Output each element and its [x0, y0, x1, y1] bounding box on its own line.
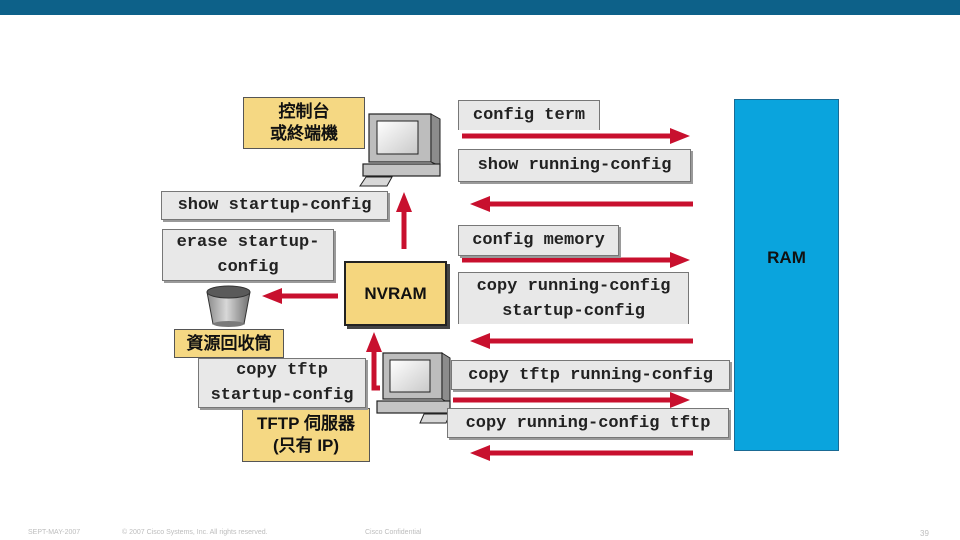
cmd-show-startup-config: show startup-config [161, 191, 388, 220]
console-computer-icon [359, 113, 441, 187]
tftp-server-computer-icon [376, 352, 451, 424]
arrow-config-memory [462, 252, 690, 268]
nvram-block: NVRAM [344, 261, 447, 326]
trash-bin-icon [206, 285, 251, 327]
cmd-config-term: config term [458, 100, 600, 130]
cmd-copy-running-startup: copy running-config startup-config [458, 272, 689, 324]
footer-confidential: Cisco Confidential [365, 529, 422, 536]
top-banner [0, 0, 960, 15]
cmd-copy-tftp-running: copy tftp running-config [451, 360, 730, 390]
arrow-tftp-to-ram [453, 392, 690, 408]
arrow-show-running-config [470, 196, 693, 212]
tftp-server-label: TFTP 伺服器 (只有 IP) [242, 408, 370, 462]
arrow-config-term [462, 128, 690, 144]
arrow-copy-running-startup [470, 333, 693, 349]
footer-copyright: © 2007 Cisco Systems, Inc. All rights re… [122, 529, 268, 536]
cmd-copy-running-tftp: copy running-config tftp [447, 408, 729, 438]
arrow-copy-running-tftp [470, 445, 693, 461]
cmd-copy-tftp-startup: copy tftp startup-config [198, 358, 366, 408]
arrows [262, 128, 693, 461]
console-terminal-label: 控制台 或終端機 [243, 97, 365, 149]
cmd-erase-startup-config: erase startup- config [162, 229, 334, 281]
cmd-config-memory: config memory [458, 225, 619, 256]
footer-date: SEPT-MAY-2007 [28, 529, 81, 536]
ram-label: RAM [767, 248, 806, 267]
arrow-nvram-to-console [396, 192, 412, 249]
arrow-tftp-to-nvram [366, 332, 382, 391]
cmd-show-running-config: show running-config [458, 149, 691, 182]
recycle-bin-label: 資源回收筒 [174, 329, 284, 358]
arrow-nvram-to-trash [262, 288, 338, 304]
ram-block: RAM [734, 99, 839, 451]
footer-page-number: 39 [920, 529, 929, 538]
